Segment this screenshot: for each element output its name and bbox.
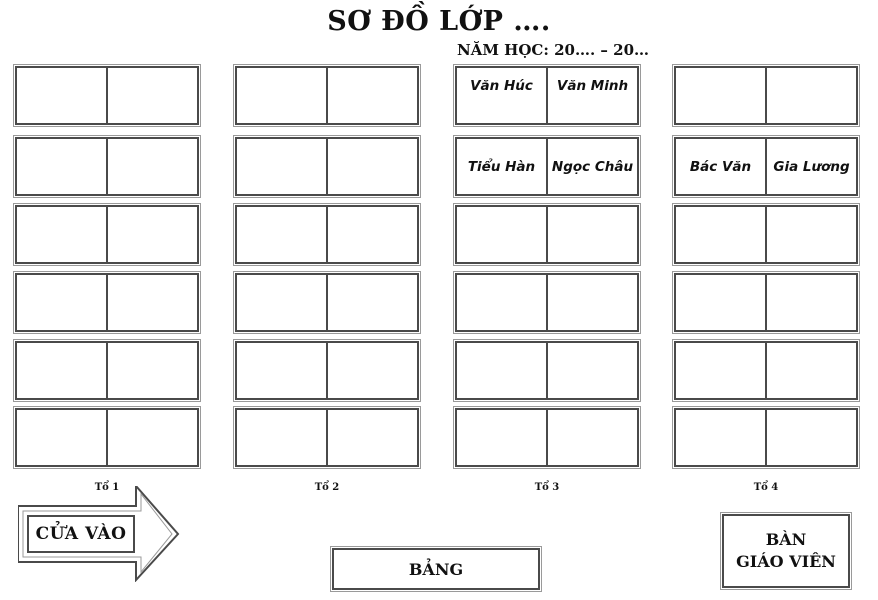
desk xyxy=(233,406,421,469)
desk xyxy=(233,203,421,266)
seat-right xyxy=(326,68,417,123)
blackboard: BẢNG xyxy=(330,546,542,592)
desk xyxy=(13,203,201,266)
seat-right xyxy=(765,410,856,465)
desk xyxy=(453,271,641,334)
seat-left xyxy=(237,410,326,465)
seat-left xyxy=(17,410,106,465)
desk xyxy=(672,64,860,127)
door-label: CỬA VÀO xyxy=(35,524,127,544)
seat-left xyxy=(457,275,546,330)
seat-left xyxy=(237,207,326,262)
teacher-desk-line1: BÀN xyxy=(765,530,807,549)
seat-right xyxy=(546,343,637,398)
seat-left xyxy=(237,343,326,398)
desk xyxy=(672,406,860,469)
seat-left xyxy=(676,410,765,465)
desk xyxy=(672,339,860,402)
group-label: Tổ 3 xyxy=(534,482,560,493)
desk: Văn Húc Văn Minh xyxy=(453,64,641,127)
group-label: Tổ 2 xyxy=(314,482,340,493)
door-arrow-icon xyxy=(18,486,180,582)
desk: Bác Văn Gia Lương xyxy=(672,135,860,198)
desk xyxy=(453,339,641,402)
seat-left xyxy=(17,139,106,194)
desk xyxy=(233,339,421,402)
seat-left: Văn Húc xyxy=(470,78,533,94)
seat-left xyxy=(17,275,106,330)
seat-right xyxy=(326,275,417,330)
desk xyxy=(13,339,201,402)
seat-right xyxy=(106,410,197,465)
seat-right: Ngọc Châu xyxy=(546,139,637,194)
seat-right xyxy=(765,343,856,398)
school-year-subtitle: NĂM HỌC: 20…. – 20… xyxy=(457,41,650,59)
seat-left xyxy=(17,343,106,398)
teacher-desk-line2: GIÁO VIÊN xyxy=(736,552,836,571)
seat-right xyxy=(106,275,197,330)
seat-right xyxy=(326,207,417,262)
teacher-desk: BÀN GIÁO VIÊN xyxy=(720,512,852,590)
seat-right xyxy=(106,207,197,262)
seat-left xyxy=(676,207,765,262)
desk xyxy=(233,64,421,127)
seat-right xyxy=(326,410,417,465)
group-label: Tổ 4 xyxy=(753,482,779,493)
desk: Tiểu Hàn Ngọc Châu xyxy=(453,135,641,198)
seat-right xyxy=(546,275,637,330)
seat-right xyxy=(765,207,856,262)
seat-left xyxy=(237,275,326,330)
desk xyxy=(453,203,641,266)
desk xyxy=(233,135,421,198)
seat-right xyxy=(326,139,417,194)
seat-right xyxy=(765,275,856,330)
seat-right xyxy=(326,343,417,398)
seat-left xyxy=(676,343,765,398)
entrance-door: CỬA VÀO xyxy=(18,486,180,582)
seat-left xyxy=(457,343,546,398)
seat-right xyxy=(106,68,197,123)
desk xyxy=(13,135,201,198)
seat-left: Bác Văn xyxy=(689,158,752,175)
seat-left xyxy=(457,410,546,465)
desk xyxy=(13,271,201,334)
seat-right xyxy=(546,207,637,262)
seat-left xyxy=(237,68,326,123)
desk xyxy=(453,406,641,469)
seat-left xyxy=(17,68,106,123)
page-title: SƠ ĐỒ LỚP …. xyxy=(327,6,551,37)
seat-right: Gia Lương xyxy=(765,139,856,194)
seat-left: Tiểu Hàn xyxy=(467,158,536,175)
desk xyxy=(672,271,860,334)
seat-left xyxy=(17,207,106,262)
desk xyxy=(233,271,421,334)
seat-right xyxy=(546,410,637,465)
seat-right xyxy=(765,68,856,123)
seat-right: Văn Minh xyxy=(546,68,637,123)
seat-left xyxy=(237,139,326,194)
desk xyxy=(13,406,201,469)
desk xyxy=(13,64,201,127)
seat-left xyxy=(457,207,546,262)
desk xyxy=(672,203,860,266)
seat-right xyxy=(106,343,197,398)
seat-left xyxy=(676,275,765,330)
group-label: Tổ 1 xyxy=(94,482,120,493)
seat-left xyxy=(676,68,765,123)
seat-right xyxy=(106,139,197,194)
